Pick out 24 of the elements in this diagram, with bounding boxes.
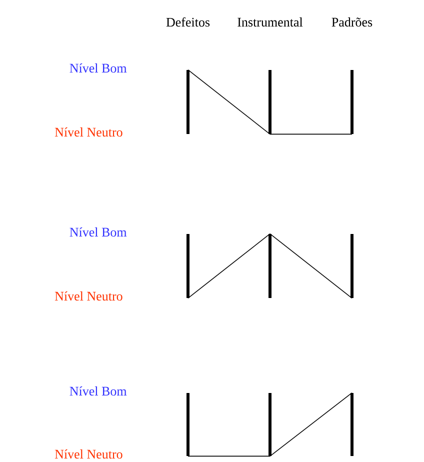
level-bar [186,234,190,298]
column-header: Defeitos [166,17,210,27]
level-bar [186,393,190,456]
level-label: Nível Bom [70,386,127,396]
level-bar [268,393,272,456]
level-bar [350,70,354,134]
column-header: Instrumental [238,17,303,27]
level-bar [350,393,354,456]
profile-line [188,233,270,299]
level-bar [186,70,190,134]
level-bar [268,70,272,134]
profile-line [270,392,352,457]
level-label: Nível Bom [70,63,127,73]
profile-line [188,69,270,135]
column-header: Padrões [332,17,372,27]
level-bar [350,234,354,298]
level-label: Nível Bom [70,227,127,237]
profile-line [188,456,270,457]
level-bar [268,234,272,298]
level-label: Nível Neutro [54,291,122,301]
level-label: Nível Neutro [54,127,122,137]
level-label: Nível Neutro [54,449,122,459]
profile-line [270,233,352,299]
profile-line [270,134,352,135]
